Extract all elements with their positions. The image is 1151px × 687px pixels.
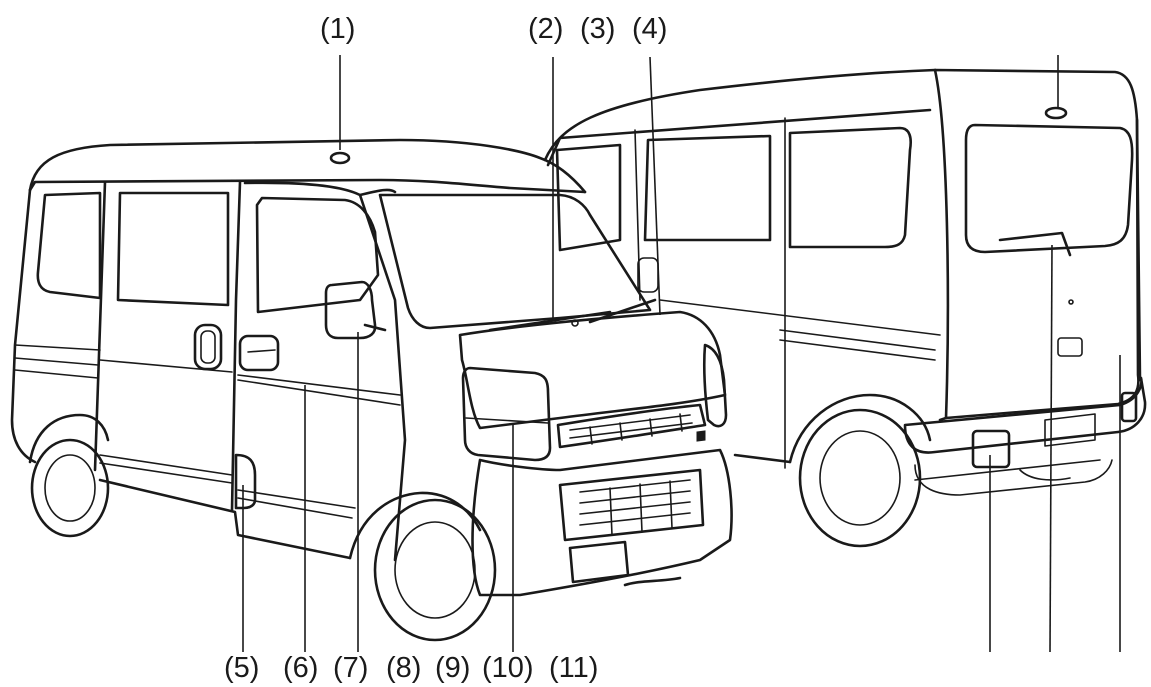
front-bumper (471, 448, 733, 597)
callout-11: (11) (549, 652, 598, 684)
callout-10: (10) (482, 652, 534, 684)
callout-4: (4) (632, 13, 667, 45)
fuel-lid (234, 453, 257, 510)
rear-window (964, 123, 1134, 254)
rear-wiper (998, 231, 1072, 257)
callout-9: (9) (435, 652, 470, 684)
rear-side-window-1 (643, 134, 772, 242)
rear-lower-lamp-right (1120, 391, 1138, 423)
callout-1: (1) (320, 13, 355, 45)
slide-door-window (116, 191, 230, 307)
rear-side-window-2 (788, 126, 912, 249)
windshield-wiper-left (488, 310, 612, 332)
callout-labels: (1) (2) (3) (4) (5) (6) (7) (8) (9) (10)… (224, 13, 667, 684)
callout-7: (7) (333, 652, 368, 684)
callout-2: (2) (528, 13, 563, 45)
rear-quarter-window (36, 191, 102, 300)
rear-side-window-3 (555, 143, 622, 252)
front-door-handle (238, 334, 280, 372)
roof-lamp (329, 151, 351, 165)
headlight-right (702, 343, 728, 428)
front-emblem (696, 430, 706, 442)
callout-3: (3) (580, 13, 615, 45)
callout-8: (8) (386, 652, 421, 684)
rear-bumper (903, 376, 1147, 454)
rear-plate-area (1044, 413, 1096, 447)
front-view-van (10, 138, 733, 642)
callout-5: (5) (224, 652, 259, 684)
callout-6: (6) (283, 652, 318, 684)
rear-van-wheel (788, 393, 932, 548)
front-door-window (255, 196, 380, 314)
leader-lines (242, 55, 1121, 653)
windshield (378, 193, 652, 330)
front-van-rear-wheel (28, 413, 110, 538)
front-van-front-wheel (348, 491, 497, 642)
lower-front-panel (568, 540, 630, 584)
slide-door-handle (193, 323, 223, 371)
rear-stop-lamp (1044, 106, 1068, 120)
lower-grille (558, 468, 705, 542)
side-mirror (324, 280, 377, 340)
front-grille (556, 403, 707, 449)
headlight (461, 366, 552, 462)
rear-view-van (543, 68, 1147, 548)
rear-hatch (933, 68, 1140, 420)
rear-lower-lamp (971, 429, 1011, 469)
rear-hatch-handle (1057, 337, 1083, 357)
windshield-wiper-right (588, 298, 657, 324)
